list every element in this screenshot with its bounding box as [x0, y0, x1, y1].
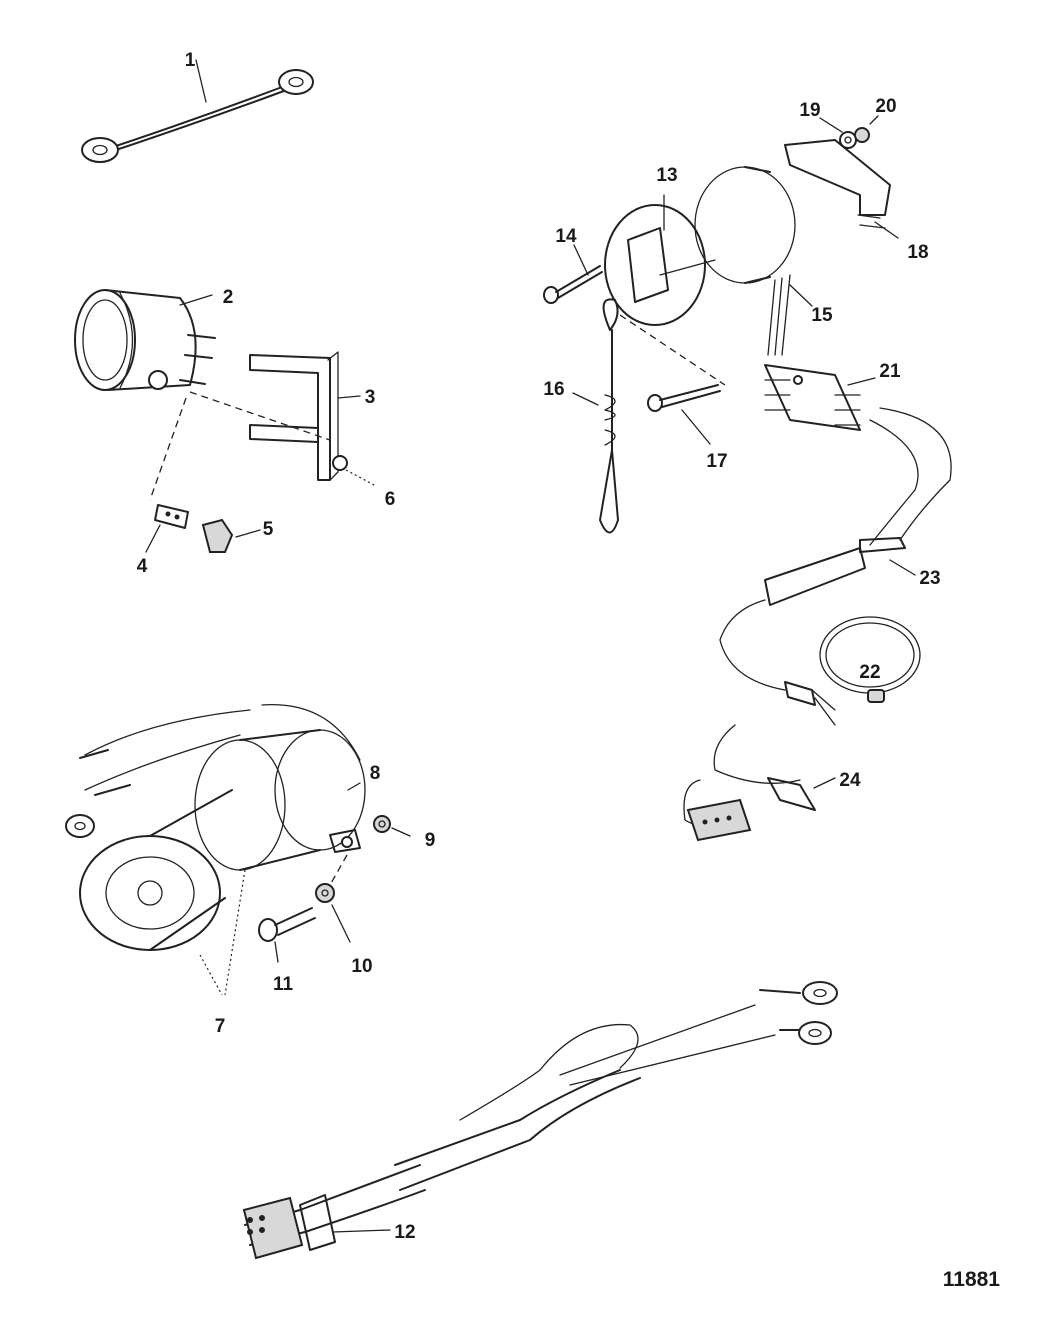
callout-23: 23 [919, 568, 940, 589]
callout-21: 21 [879, 361, 901, 382]
part-21-block [764, 364, 876, 431]
callout-7: 7 [215, 1016, 226, 1037]
assembly-line [329, 854, 348, 886]
callout-19: 19 [799, 100, 820, 121]
assembly-line [619, 314, 726, 386]
part-4-connector [145, 504, 189, 553]
callout-17: 17 [706, 451, 727, 472]
part-9-nut [373, 815, 411, 837]
callout-labels: 1 2 3 4 5 6 7 8 9 10 11 12 13 14 15 16 1… [137, 50, 941, 1243]
part-24-connector [683, 724, 836, 842]
part-10-washer [315, 883, 351, 943]
callout-8: 8 [370, 763, 381, 784]
part-3-bracket [249, 351, 361, 481]
part-18-bracket [784, 139, 899, 239]
callout-13: 13 [656, 165, 677, 186]
callout-4: 4 [137, 556, 148, 577]
callout-14: 14 [555, 226, 577, 247]
callout-24: 24 [839, 770, 861, 791]
part-11-screw [258, 907, 316, 963]
part-6-nut [332, 455, 377, 487]
callout-1: 1 [185, 50, 196, 71]
leader-7 [199, 954, 223, 996]
part-7-8-dual-housing [65, 703, 366, 951]
part-17-screw [647, 384, 721, 445]
callout-5: 5 [263, 519, 274, 540]
part-23-cable [719, 407, 952, 726]
callout-6: 6 [385, 489, 396, 510]
callout-3: 3 [365, 387, 376, 408]
callout-2: 2 [223, 287, 234, 308]
figure-number: 11881 [943, 1268, 1001, 1291]
part-20-nut [854, 115, 879, 143]
callout-16: 16 [543, 379, 564, 400]
assembly-line [149, 397, 187, 501]
leader-7 [224, 869, 246, 996]
part-22-clamp [819, 616, 921, 703]
callout-18: 18 [907, 242, 928, 263]
part-13-panel [604, 194, 706, 326]
part-1-ground-strap [81, 59, 314, 163]
part-15-housing [659, 166, 813, 356]
callout-9: 9 [425, 830, 436, 851]
callout-12: 12 [394, 1222, 415, 1243]
part-12-harness [242, 981, 838, 1260]
callout-10: 10 [351, 956, 372, 977]
callout-22: 22 [859, 662, 880, 683]
part-2-gauge [74, 289, 216, 391]
part-14-screw [543, 244, 603, 304]
part-16-lanyard [572, 298, 619, 534]
callout-20: 20 [875, 96, 896, 117]
callout-11: 11 [273, 974, 294, 995]
part-5-knob [201, 518, 261, 553]
callout-15: 15 [811, 305, 833, 326]
assembly-line [189, 391, 331, 441]
